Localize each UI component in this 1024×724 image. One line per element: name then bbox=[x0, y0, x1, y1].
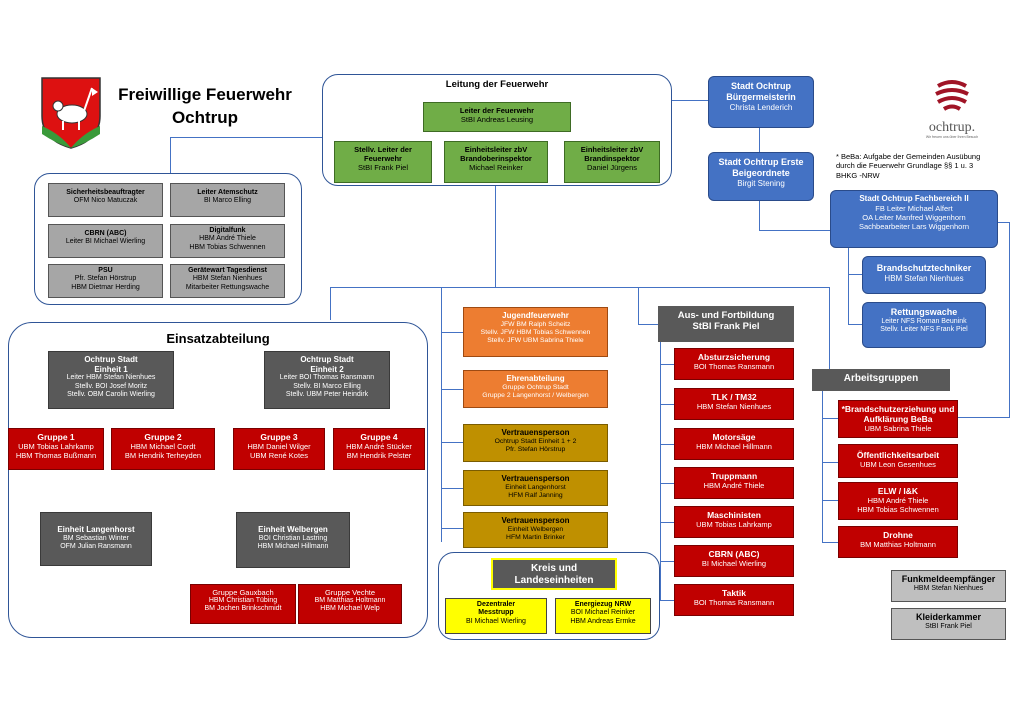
ausbildung-item-tlk: TLK / TM32 HBM Stefan Nienhues bbox=[674, 388, 794, 420]
logo-name: ochtrup. bbox=[928, 120, 976, 135]
jugendfeuerwehr: Jugendfeuerwehr JFW BM Ralph Scheitz Ste… bbox=[463, 307, 608, 357]
ausbildung-item-maschinisten: Maschinisten UBM Tobias Lahrkamp bbox=[674, 506, 794, 538]
vertrauensperson-stadt: Vertrauensperson Ochtrup Stadt Einheit 1… bbox=[463, 424, 608, 462]
ausbildung-item-absturzsicherung: Absturzsicherung BOI Thomas Ransmann bbox=[674, 348, 794, 380]
leitung-title: Leitung der Feuerwehr bbox=[445, 79, 549, 90]
dezentraler-messtrupp: Dezentraler Messtrupp BI Michael Wierlin… bbox=[445, 598, 547, 634]
ehrenabteilung: Ehrenabteilung Gruppe Ochtrup Stadt Grup… bbox=[463, 370, 608, 408]
vertrauensperson-welbergen: Vertrauensperson Einheit Welbergen HFM M… bbox=[463, 512, 608, 548]
gruppe-gauxbach: Gruppe Gauxbach HBM Christian Tübing BM … bbox=[190, 584, 296, 624]
city-logo: ochtrup. Wir freuen uns über Ihren Besuc… bbox=[912, 76, 992, 148]
cbrn-staff: CBRN (ABC) Leiter BI Michael Wierling bbox=[48, 224, 163, 258]
einheitsleiter-zbv-1: Einheitsleiter zbV Brandoberinspektor Mi… bbox=[444, 141, 548, 183]
einsatzabteilung-title: Einsatzabteilung bbox=[166, 331, 270, 346]
einheit-2: Ochtrup Stadt Einheit 2 Leiter BOI Thoma… bbox=[264, 351, 390, 409]
ausbildung-item-cbrn: CBRN (ABC) BI Michael Wierling bbox=[674, 545, 794, 577]
kleiderkammer: Kleiderkammer StBI Frank Piel bbox=[891, 608, 1006, 640]
leiter-atemschutz: Leiter Atemschutz BI Marco Elling bbox=[170, 183, 285, 217]
ausbildung-item-motorsaege: Motorsäge HBM Michael Hillmann bbox=[674, 428, 794, 460]
einheit-1: Ochtrup Stadt Einheit 1 Leiter HBM Stefa… bbox=[48, 351, 174, 409]
psu: PSU Pfr. Stefan Hörstrup HBM Dietmar Her… bbox=[48, 264, 163, 298]
erste-beigeordnete: Stadt Ochtrup Erste Beigeordnete Birgit … bbox=[708, 152, 814, 201]
einheitsleiter-zbv-2: Einheitsleiter zbV Brandinspektor Daniel… bbox=[564, 141, 660, 183]
ag-drohne: Drohne BM Matthias Holtmann bbox=[838, 526, 958, 558]
title-line-2: Ochtrup bbox=[171, 107, 239, 127]
einheit-welbergen: Einheit Welbergen BOI Christian Lastring… bbox=[236, 512, 350, 568]
leiter-der-feuerwehr: Leiter der Feuerwehr StBI Andreas Leusin… bbox=[423, 102, 571, 132]
ausbildung-item-taktik: Taktik BOI Thomas Ransmann bbox=[674, 584, 794, 616]
coat-of-arms bbox=[40, 76, 102, 150]
title-line-1: Freiwillige Feuerwehr bbox=[118, 85, 292, 104]
vertrauensperson-langenhorst: Vertrauensperson Einheit Langenhorst HFM… bbox=[463, 470, 608, 506]
kreis-title: Kreis und Landeseinheiten bbox=[491, 558, 617, 590]
sicherheitsbeauftragter: Sicherheitsbeauftragter OFM Nico Matucza… bbox=[48, 183, 163, 217]
buergermeisterin: Stadt Ochtrup Bürgermeisterin Christa Le… bbox=[708, 76, 814, 128]
ausbildung-item-truppmann: Truppmann HBM André Thiele bbox=[674, 467, 794, 499]
stellv-leiter: Stellv. Leiter der Feuerwehr StBI Frank … bbox=[334, 141, 432, 183]
rettungswache: Rettungswache Leiter NFS Roman Beunink S… bbox=[862, 302, 986, 348]
logo-tagline: Wir freuen uns über Ihren Besuch bbox=[925, 135, 979, 139]
energiezug-nrw: Energiezug NRW BOI Michael Reinker HBM A… bbox=[555, 598, 651, 634]
geraetewart: Gerätewart Tagesdienst HBM Stefan Nienhu… bbox=[170, 264, 285, 298]
digitalfunk: Digitalfunk HBM André Thiele HBM Tobias … bbox=[170, 224, 285, 258]
beba-note: * BeBa: Aufgabe der Gemeinden Ausübung d… bbox=[836, 152, 981, 180]
gruppe-4: Gruppe 4 HBM André Stücker BM Hendrik Pe… bbox=[333, 428, 425, 470]
gruppe-vechte: Gruppe Vechte BM Matthias Holtmann HBM M… bbox=[298, 584, 402, 624]
fachbereich-2: Stadt Ochtrup Fachbereich II FB Leiter M… bbox=[830, 190, 998, 248]
gruppe-2: Gruppe 2 HBM Michael Cordt BM Hendrik Te… bbox=[111, 428, 215, 470]
einheit-langenhorst: Einheit Langenhorst BM Sebastian Winter … bbox=[40, 512, 152, 566]
page-title: Freiwillige Feuerwehr Ochtrup bbox=[110, 84, 300, 130]
aus-fortbildung-header: Aus- und Fortbildung StBI Frank Piel bbox=[658, 306, 794, 342]
arbeitsgruppen-header: Arbeitsgruppen bbox=[812, 369, 950, 391]
brandschutztechniker: Brandschutztechniker HBM Stefan Nienhues bbox=[862, 256, 986, 294]
ag-brandschutzerziehung: *Brandschutzerziehung und Aufklärung BeB… bbox=[838, 400, 958, 438]
ag-elw-iuk: ELW / I&K HBM André Thiele HBM Tobias Sc… bbox=[838, 482, 958, 520]
funkmeldeempfaenger: Funkmeldeempfänger HBM Stefan Nienhues bbox=[891, 570, 1006, 602]
gruppe-1: Gruppe 1 UBM Tobias Lahrkamp HBM Thomas … bbox=[8, 428, 104, 470]
ag-oeffentlichkeitsarbeit: Öffentlichkeitsarbeit UBM Leon Gesenhues bbox=[838, 444, 958, 478]
gruppe-3: Gruppe 3 HBM Daniel Wilger UBM René Kote… bbox=[233, 428, 325, 470]
logo-swirl-icon bbox=[935, 80, 969, 111]
